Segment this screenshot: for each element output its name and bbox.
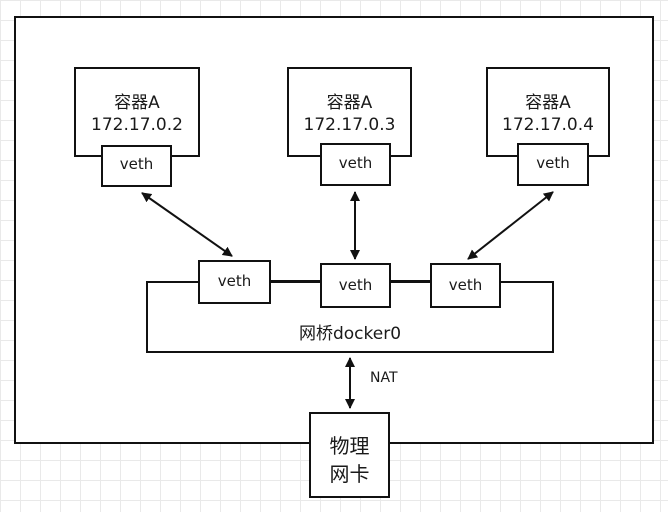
container-ip-3: 172.17.0.4 bbox=[502, 115, 594, 135]
container-veth-label-1: veth bbox=[119, 155, 154, 173]
container-veth-1 bbox=[101, 145, 172, 187]
container-veth-2 bbox=[320, 143, 391, 186]
container-name-2: 容器A bbox=[326, 93, 373, 113]
bridge-veth-2 bbox=[320, 263, 391, 308]
container-veth-label-3: veth bbox=[536, 154, 570, 172]
container-veth-label-2: veth bbox=[338, 154, 373, 172]
arrow-container1-bridge bbox=[141, 192, 233, 257]
bridge-veth-label-2: veth bbox=[338, 276, 373, 294]
container-name-3: 容器A bbox=[525, 93, 571, 113]
physical-nic bbox=[309, 412, 390, 498]
container-box-3 bbox=[486, 67, 610, 157]
nic-label-line1: 物理 bbox=[329, 434, 370, 458]
bridge-veth-3 bbox=[430, 263, 501, 308]
container-box-1 bbox=[74, 67, 200, 157]
bridge-veth-label-3: veth bbox=[448, 276, 483, 294]
container-ip-1: 172.17.0.2 bbox=[91, 115, 183, 135]
container-name-1: 容器A bbox=[114, 93, 160, 113]
nat-label: NAT bbox=[370, 370, 398, 386]
arrow-container3-bridge bbox=[467, 191, 554, 260]
bridge-veth-1 bbox=[198, 260, 271, 304]
container-veth-3 bbox=[517, 143, 589, 186]
bridge-label: 网桥docker0 bbox=[298, 324, 402, 344]
container-ip-2: 172.17.0.3 bbox=[303, 115, 396, 135]
bridge-veth-label-1: veth bbox=[217, 272, 252, 290]
nic-label-line2: 网卡 bbox=[329, 462, 370, 486]
